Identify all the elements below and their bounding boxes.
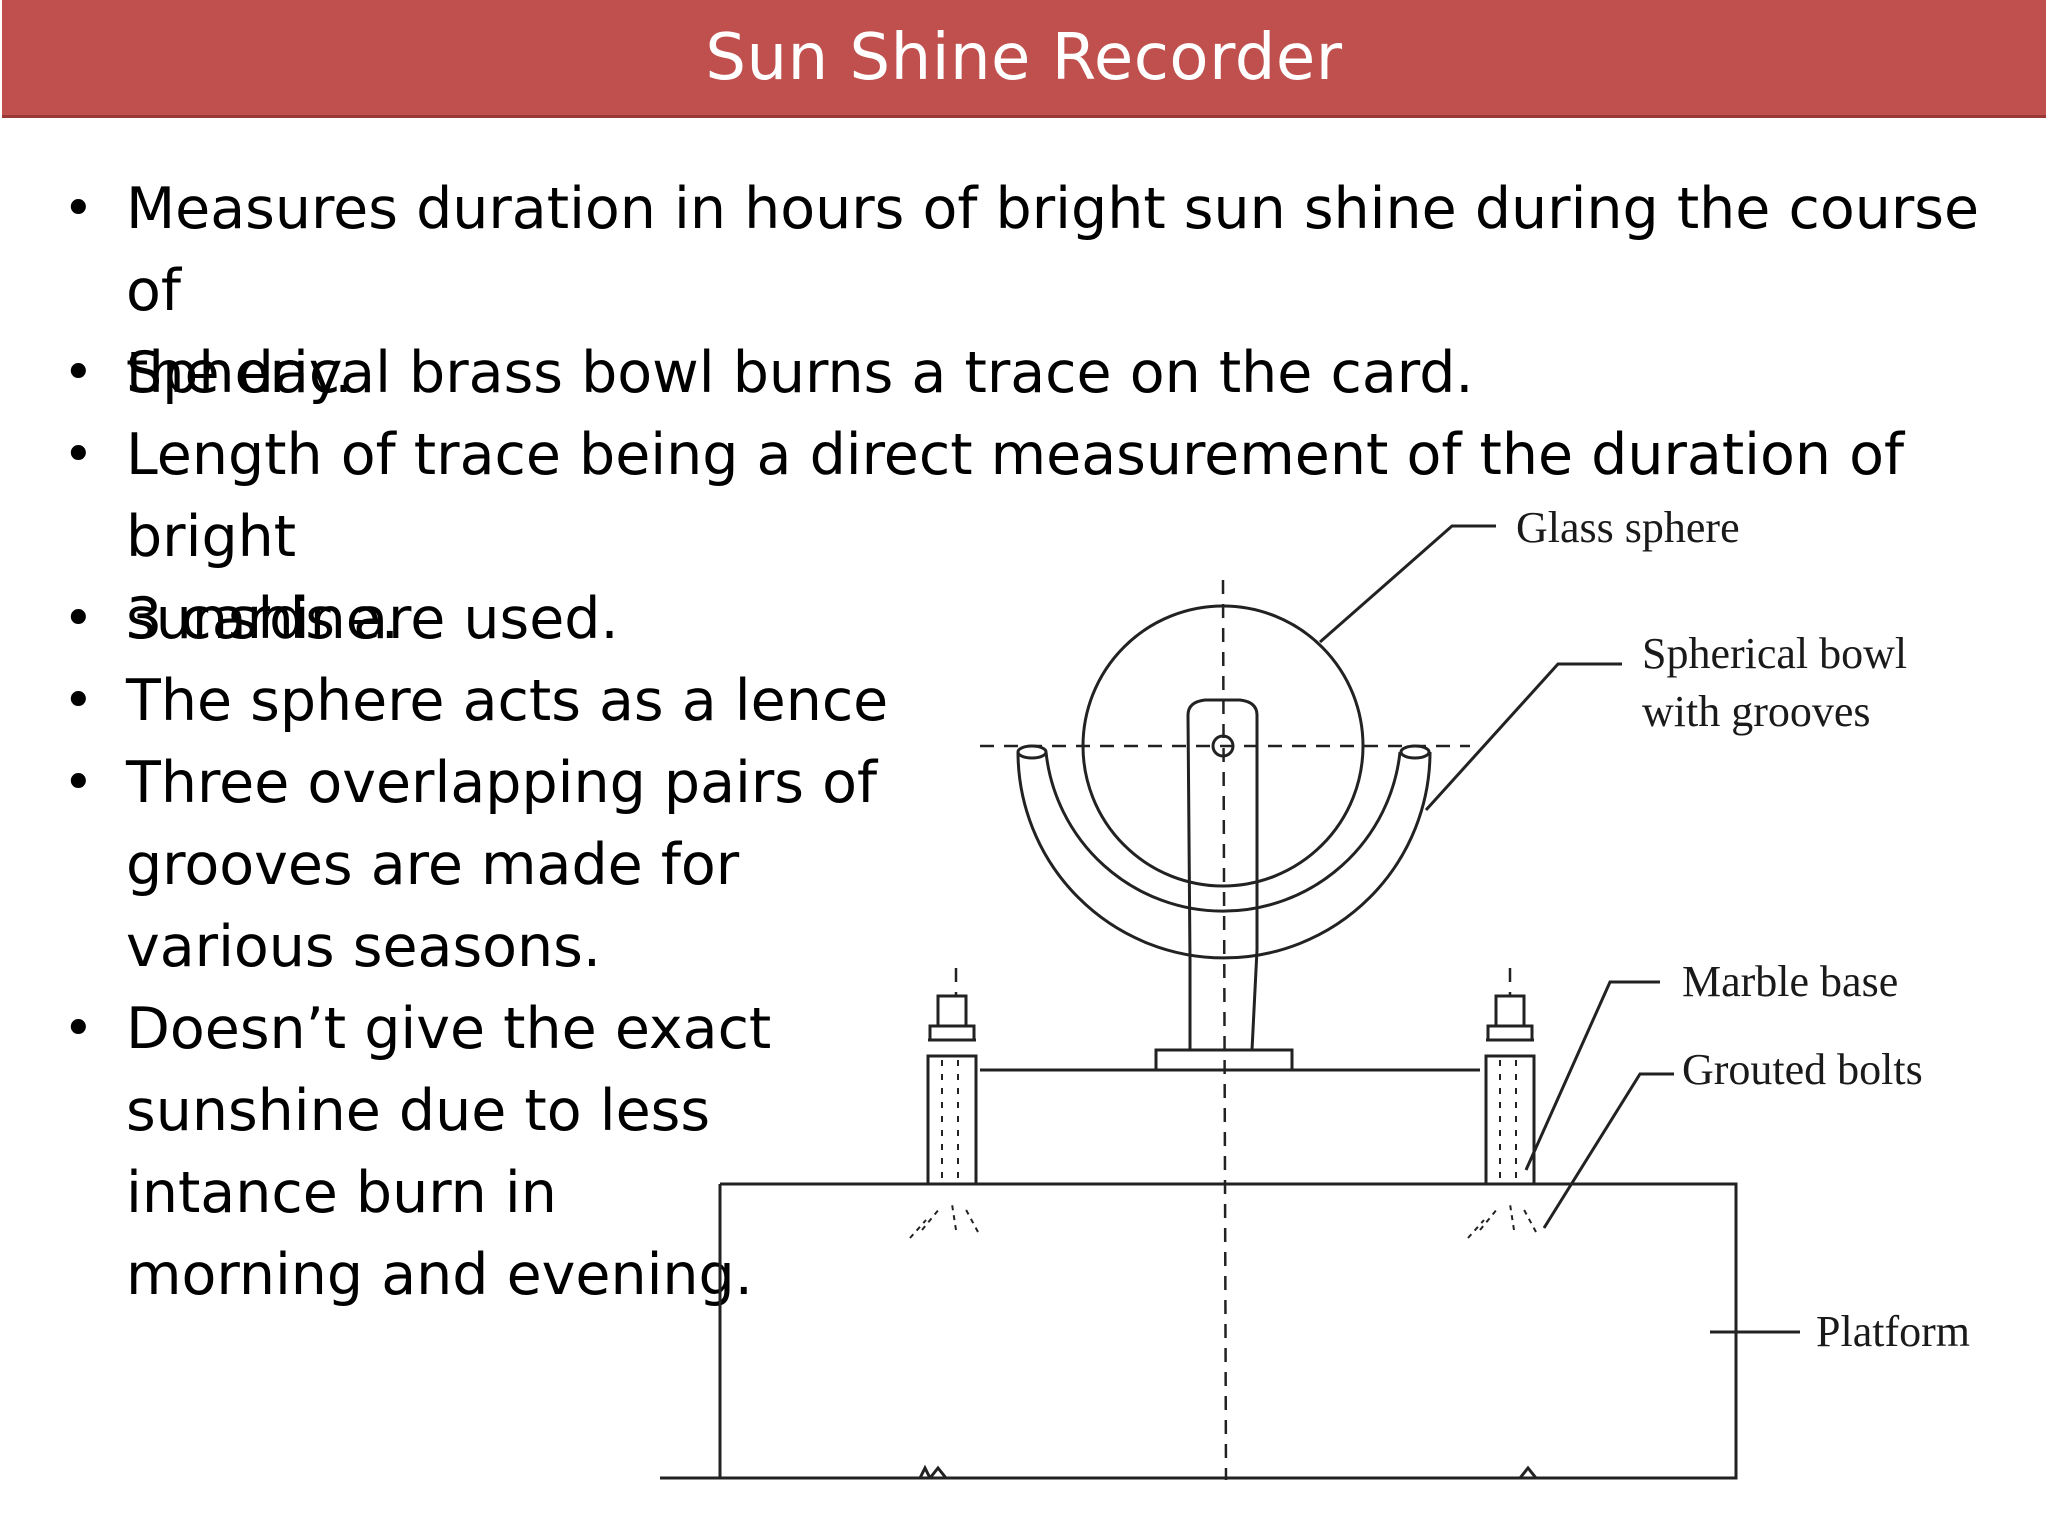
label-spherical-bowl-1: Spherical bowl [1642, 629, 1907, 678]
bullet-line: morning and evening. [126, 1242, 753, 1308]
bullet-dot-icon: • [63, 179, 94, 239]
label-spherical-bowl-2: with grooves [1642, 687, 1871, 736]
title-bar: Sun Shine Recorder [2, 0, 2046, 118]
sunshine-recorder-diagram: Glass sphere Spherical bowl with grooves… [660, 503, 1970, 1481]
bullet-grooves: • Three overlapping pairs of grooves are… [63, 742, 878, 988]
bullet-line: Spherical brass bowl burns a trace on th… [126, 340, 1474, 406]
grouted-bolts-leader [1542, 1072, 1674, 1229]
glass-sphere-leader [1319, 524, 1496, 644]
bullet-trace-length: • Length of trace being a direct measure… [63, 414, 2048, 660]
bullet-dot-icon: • [63, 753, 94, 813]
bullet-line: Doesn’t give the exact [126, 996, 772, 1062]
label-marble-base: Marble base [1682, 957, 1898, 1006]
bullet-duration: • Measures duration in hours of bright s… [63, 168, 2048, 414]
bullet-line: the day. [126, 340, 353, 406]
bullet-line: sunshine due to less [126, 1078, 711, 1144]
bullet-limitation: • Doesn’t give the exact sunshine due to… [63, 988, 772, 1316]
label-grouted-bolts: Grouted bolts [1682, 1045, 1923, 1094]
bullet-line: sunshine. [126, 586, 399, 652]
bullet-line: 3 cards are used. [126, 586, 619, 652]
right-bolt-body [1484, 1054, 1536, 1186]
slide-title: Sun Shine Recorder [705, 20, 1343, 95]
platform-outline [718, 1184, 1738, 1480]
vertical-center-line [1221, 579, 1228, 1481]
left-bolt-body [926, 1054, 978, 1186]
bullet-line: intance burn in [126, 1160, 557, 1226]
spherical-bowl-leader [1424, 662, 1622, 812]
label-glass-sphere: Glass sphere [1516, 503, 1740, 552]
platform-block [660, 1182, 1738, 1480]
left-bolt-nut [936, 994, 968, 1028]
marble-base-leader [1524, 980, 1660, 1171]
right-bolt-nut [1494, 994, 1526, 1028]
bullet-dot-icon: • [63, 589, 94, 649]
spherical-bowl-outer [1016, 751, 1432, 960]
left-bolt-washer [928, 1024, 976, 1042]
bullet-cards: • 3 cards are used. [63, 578, 619, 660]
bullet-brass-bowl: • Spherical brass bowl burns a trace on … [63, 332, 1474, 414]
bullet-dot-icon: • [63, 425, 94, 485]
bowl-rim-right [1399, 744, 1431, 760]
bullet-lens: • The sphere acts as a lence [63, 660, 889, 742]
bowl-rim-left [1016, 744, 1048, 760]
bullet-line: The sphere acts as a lence [126, 668, 889, 734]
bullet-line: various seasons. [126, 914, 601, 980]
bullet-line: Three overlapping pairs of [126, 750, 878, 816]
right-bolt-washer [1486, 1024, 1534, 1042]
bullet-line: grooves are made for [126, 832, 740, 898]
bullet-dot-icon: • [63, 999, 94, 1059]
pedestal-column [1186, 698, 1259, 1051]
bullet-dot-icon: • [63, 671, 94, 731]
bullet-line: Measures duration in hours of bright sun… [126, 176, 1980, 324]
spherical-bowl-inner [1044, 751, 1402, 913]
bullet-line: Length of trace being a direct measureme… [126, 422, 1905, 570]
label-platform: Platform [1816, 1307, 1970, 1356]
bullet-dot-icon: • [63, 343, 94, 403]
